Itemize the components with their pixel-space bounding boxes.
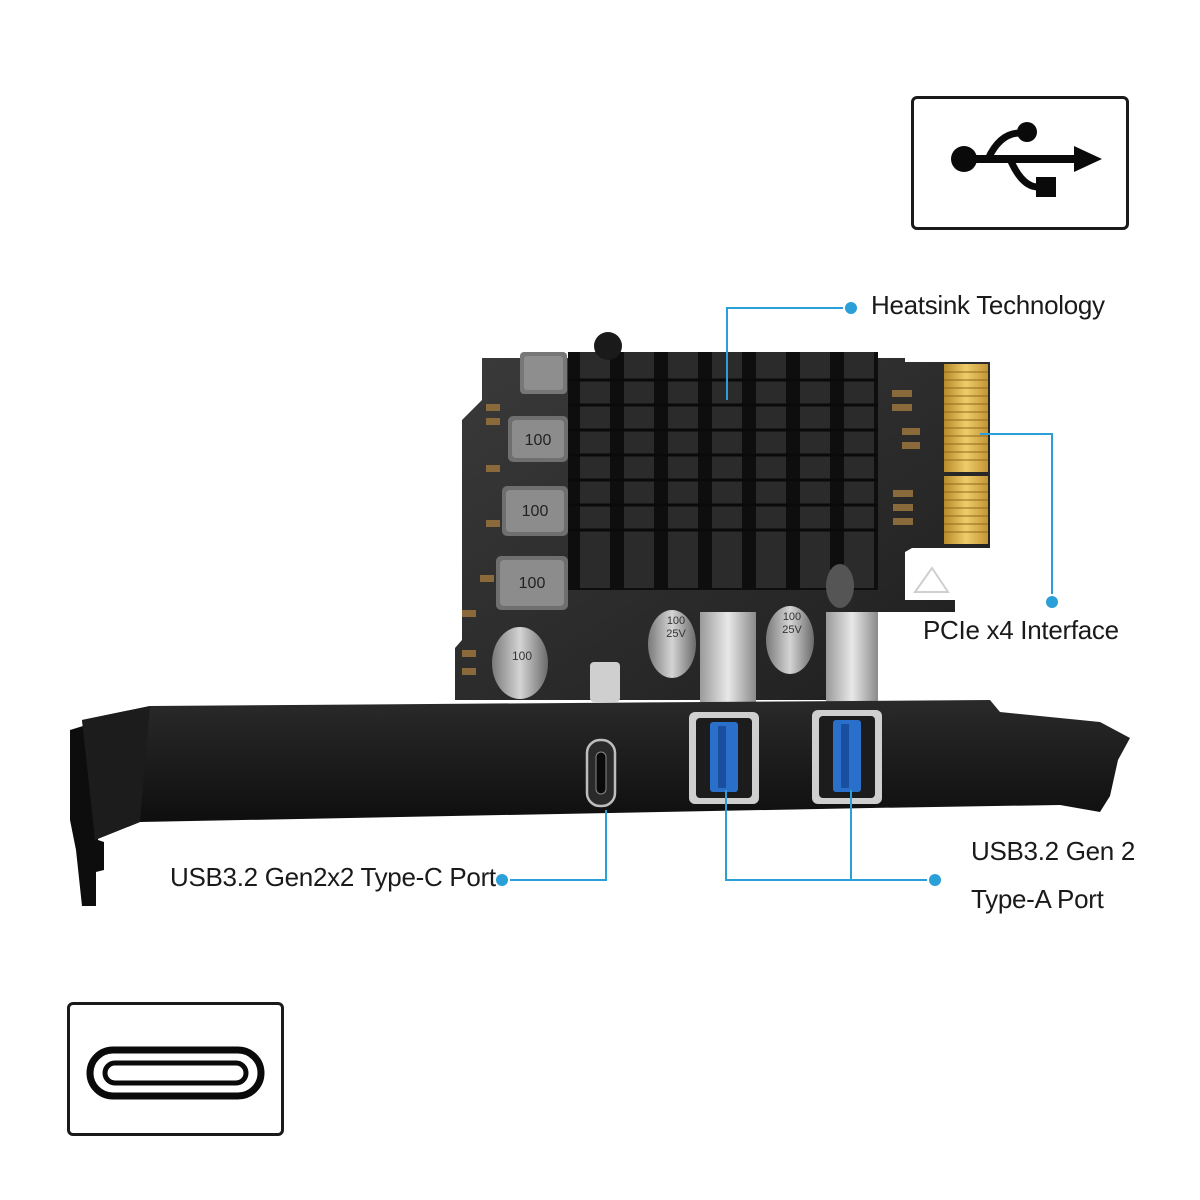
capacitor-marking: 25V <box>666 628 686 640</box>
usb-a-housings <box>590 612 878 706</box>
capacitor-marking: 100 <box>667 615 685 627</box>
capacitor-marking: 100 <box>512 649 532 663</box>
usb-type-c-port <box>585 738 617 808</box>
type-c-logo-badge <box>67 1002 284 1136</box>
capacitor-marking: 25V <box>782 624 802 636</box>
pcie-callout-label: PCIe x4 Interface <box>923 615 1119 645</box>
usb-type-c-port-icon <box>86 1046 265 1100</box>
capacitor: 100 <box>492 627 548 699</box>
usb-type-a-port <box>812 710 882 804</box>
type-c-callout-label: USB3.2 Gen2x2 Type-C Port <box>170 862 496 892</box>
usb-type-a-port <box>689 712 759 804</box>
inductor-marking: 100 <box>519 575 546 592</box>
callout-lines <box>502 307 1053 881</box>
type-a-callout-label-line2: Type-A Port <box>971 884 1104 914</box>
pcie-gold-fingers <box>944 364 988 544</box>
inductor-marking: 100 <box>522 503 549 520</box>
type-a-callout-label-line1: USB3.2 Gen 2 <box>971 836 1136 866</box>
inductor-array: 100 100 100 <box>496 352 568 610</box>
usb-trident-icon <box>951 122 1102 197</box>
usb-logo-badge <box>911 96 1129 230</box>
heatsink <box>568 332 878 590</box>
capacitor-marking: 100 <box>783 611 801 623</box>
heatsink-callout-label: Heatsink Technology <box>871 290 1105 320</box>
inductor-marking: 100 <box>525 432 552 449</box>
capacitor: 100 25V 100 25V <box>648 564 854 678</box>
callout-dots <box>494 300 1060 888</box>
